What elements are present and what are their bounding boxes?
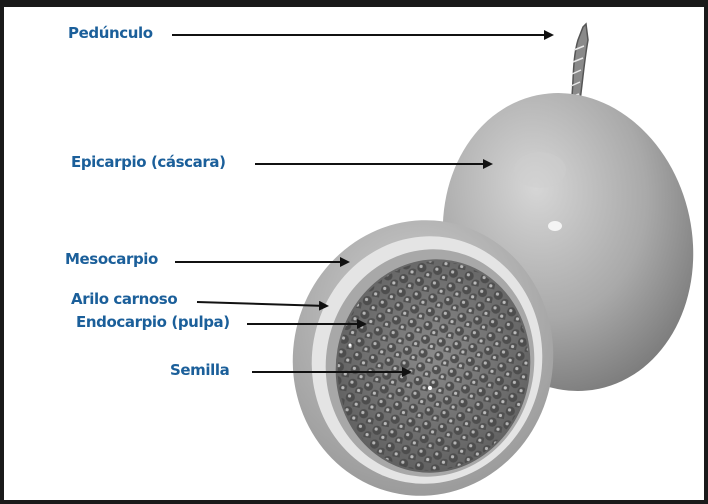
label-peduncle: Pedúnculo [68,26,153,41]
label-mesocarp: Mesocarpio [65,252,158,267]
label-endocarp: Endocarpio (pulpa) [76,315,230,330]
label-aril: Arilo carnoso [71,292,177,307]
label-seed: Semilla [170,363,229,378]
label-epicarp: Epicarpio (cáscara) [71,155,226,170]
